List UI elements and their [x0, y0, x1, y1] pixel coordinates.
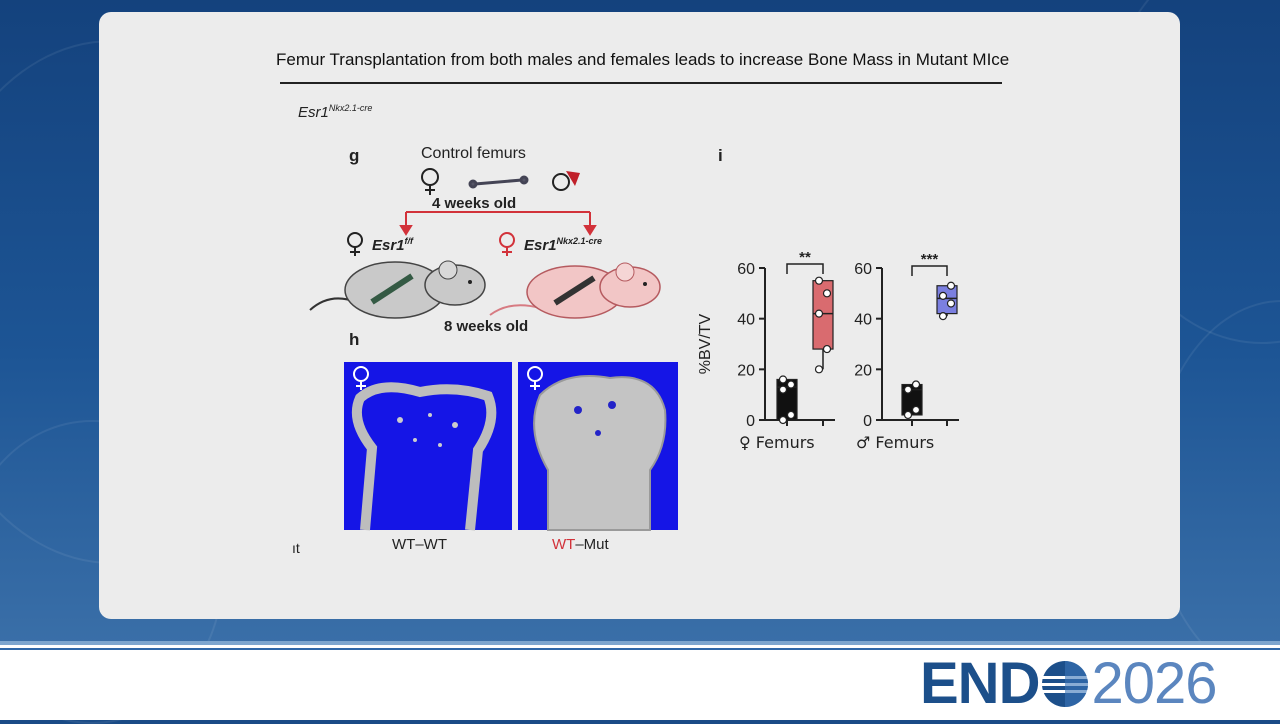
- panel-g-label: g: [349, 146, 360, 165]
- cropped-text-fragment: ıt: [292, 540, 300, 556]
- y-tick-label: 0: [746, 413, 755, 430]
- caption-wt-wt: WT–WT: [392, 536, 447, 553]
- caption-wt-mut-donor: WT: [552, 536, 576, 553]
- data-point: [938, 291, 948, 300]
- transplant-arrows: [399, 211, 597, 236]
- title-underline: [280, 82, 1002, 84]
- female-symbol-icon: [499, 232, 515, 256]
- data-point: [903, 410, 913, 420]
- caption-wt-mut: WT–Mut: [552, 536, 609, 553]
- group-control-label: Esr1f/f: [372, 236, 413, 254]
- data-point: [911, 380, 921, 389]
- female-symbol-icon: [527, 366, 543, 390]
- group-mutant-sup: Nkx2.1-cre: [556, 236, 603, 246]
- mouse-mutant-image: [489, 262, 661, 319]
- data-point: [778, 375, 788, 384]
- data-point: [786, 410, 796, 420]
- y-tick-label: 60: [854, 261, 872, 278]
- female-symbol-icon: [353, 366, 369, 390]
- slide-title: Femur Transplantation from both males an…: [276, 50, 1010, 69]
- microct-wt-mut-image: [518, 362, 678, 531]
- significance-bracket: [911, 265, 948, 276]
- microct-wt-wt-image: [344, 362, 512, 531]
- footer-divider: [0, 641, 1280, 645]
- y-tick-label: 40: [854, 312, 872, 329]
- data-point: [814, 309, 824, 318]
- data-point: [903, 385, 913, 394]
- genotype-header-text: Esr1: [298, 104, 329, 121]
- caption-wt-mut-host: –Mut: [575, 536, 609, 553]
- y-tick-label: 20: [737, 362, 755, 379]
- x-axis-label: ♀ Femurs: [739, 433, 815, 452]
- footer-divider-accent: [0, 648, 1280, 650]
- genotype-header-sup: Nkx2.1-cre: [328, 103, 373, 113]
- male-symbol-icon: [552, 171, 580, 191]
- y-tick-label: 0: [863, 413, 872, 430]
- data-point: [911, 405, 921, 414]
- data-point: [786, 380, 796, 389]
- mouse-control-image: [309, 260, 486, 319]
- group-control-sup: f/f: [404, 236, 414, 246]
- data-point: [946, 299, 956, 308]
- y-tick-label: 20: [854, 362, 872, 379]
- data-point: [946, 281, 956, 290]
- x-axis-label: ♂ Femurs: [856, 433, 934, 452]
- endo-2026-logo: END 2026: [920, 651, 1218, 716]
- data-point: [938, 312, 948, 321]
- age-8-weeks: 8 weeks old: [444, 318, 529, 335]
- data-point: [778, 415, 788, 425]
- logo-endo-text: END: [920, 651, 1040, 716]
- female-symbol-icon: [421, 168, 439, 195]
- age-4-weeks: 4 weeks old: [432, 195, 517, 212]
- bone-icon: [468, 175, 529, 189]
- significance-stars: ***: [921, 251, 939, 268]
- significance-stars: **: [799, 249, 811, 266]
- y-tick-label: 60: [737, 261, 755, 278]
- group-mutant-text: Esr1: [524, 237, 557, 254]
- panel-i-label: i: [718, 146, 723, 165]
- group-control-text: Esr1: [372, 237, 405, 254]
- bvtv-box-charts: 0 20 40 60 ** ♀ Femurs %BV/TV 0 20 40 60 *** ♂ Femur…: [697, 249, 959, 452]
- panel-h-label: h: [349, 330, 360, 349]
- box: [936, 285, 958, 315]
- logo-year-text: 2026: [1091, 651, 1217, 716]
- data-point: [814, 276, 824, 285]
- control-femurs-title: Control femurs: [421, 145, 526, 162]
- y-axis-label: %BV/TV: [697, 313, 714, 374]
- female-symbol-icon: [347, 232, 363, 256]
- significance-bracket: [786, 263, 824, 274]
- data-point: [778, 385, 788, 394]
- data-point: [814, 365, 824, 374]
- y-tick-label: 40: [737, 312, 755, 329]
- data-point: [822, 344, 832, 354]
- genotype-header: Esr1Nkx2.1-cre: [298, 103, 372, 121]
- data-point: [822, 289, 832, 298]
- globe-icon: [1042, 661, 1089, 707]
- group-mutant-label: Esr1Nkx2.1-cre: [524, 236, 602, 254]
